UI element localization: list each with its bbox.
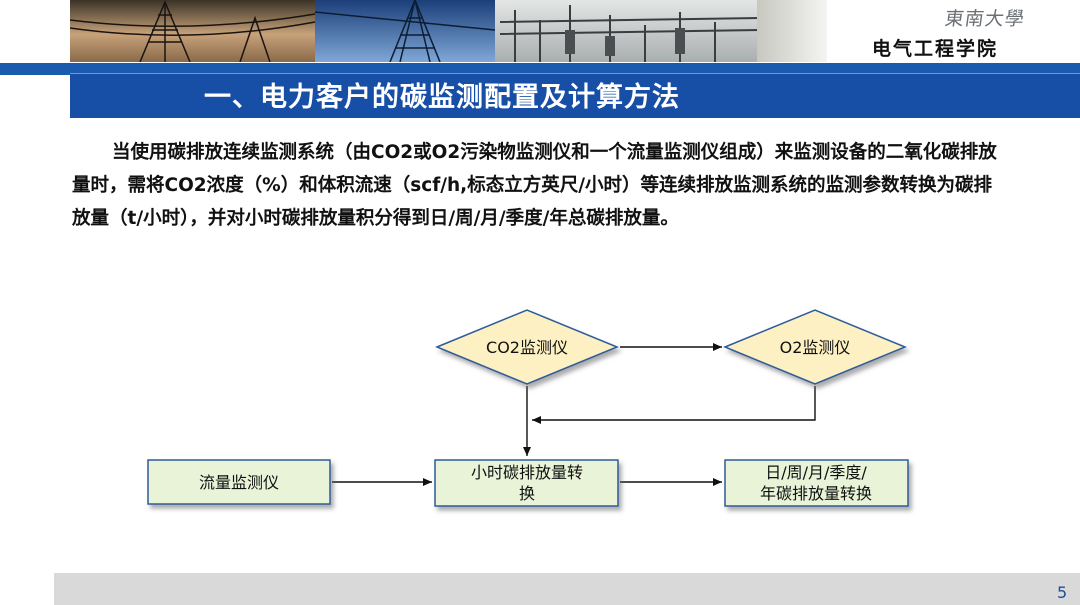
slide-title: 一、电力客户的碳监测配置及计算方法 (204, 82, 680, 113)
hourly-conversion-node (434, 459, 619, 507)
header-rule (0, 63, 1080, 75)
flow-monitor-node (147, 459, 331, 505)
footer-bar (54, 573, 1080, 605)
hourly-conversion-label-line1: 小时碳排放量转 (471, 463, 583, 482)
header-photo-strip (70, 0, 827, 62)
arrow-o2-to-hourly (532, 386, 816, 424)
period-conversion-node (724, 459, 909, 507)
co2-monitor-label: CO2监测仪 (486, 338, 568, 357)
page-number: 5 (1057, 583, 1068, 602)
body-paragraph: 当使用碳排放连续监测系统（由CO2或O2污染物监测仪和一个流量监测仪组成）来监测… (72, 142, 997, 229)
college-name: 电气工程学院 (872, 38, 999, 60)
flow-monitor-label: 流量监测仪 (199, 473, 279, 492)
o2-monitor-label: O2监测仪 (780, 338, 851, 357)
co2-monitor-node (435, 309, 619, 385)
period-conversion-label-line2: 年碳排放量转换 (760, 484, 872, 503)
title-bar (70, 73, 1080, 118)
o2-monitor-node (723, 309, 907, 385)
period-conversion-label-line1: 日/周/月/季度/ (765, 463, 867, 482)
hourly-conversion-label-line2: 换 (519, 484, 535, 503)
